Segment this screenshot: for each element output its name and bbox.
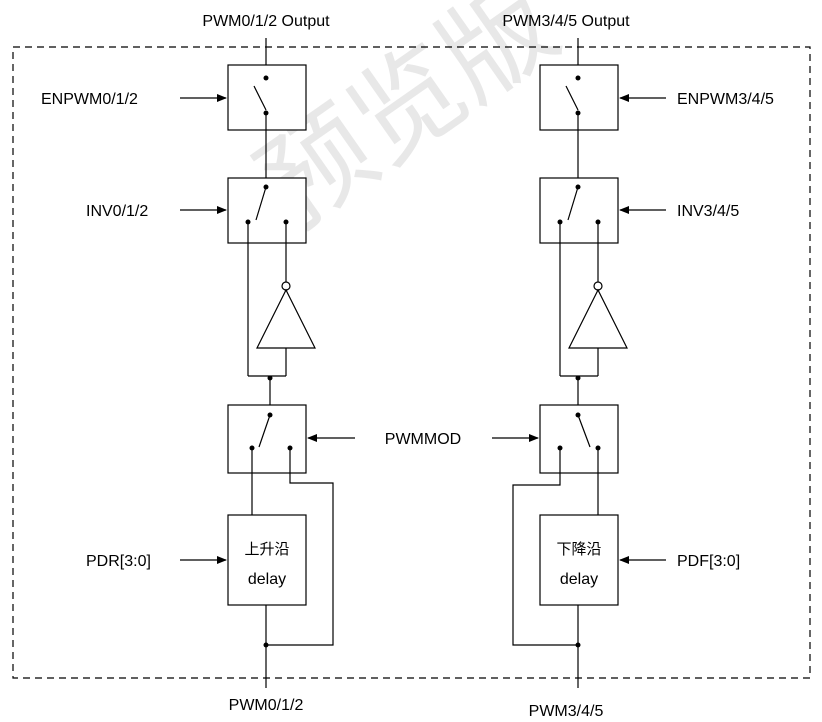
right-invert-label: INV3/4/5 xyxy=(677,203,739,220)
right-enable-label: ENPWM3/4/5 xyxy=(677,91,774,108)
right-output-label: PWM3/4/5 Output xyxy=(502,13,630,30)
right-delay-label: delay xyxy=(560,571,598,588)
right-deadtime-label: PDF[3:0] xyxy=(677,553,740,570)
left-enable-switch-box xyxy=(227,64,307,131)
left-invert-label: INV0/1/2 xyxy=(86,203,148,220)
right-delay-cn-label: 下降沿 xyxy=(556,540,601,558)
module-boundary xyxy=(12,46,811,679)
left-output-label: PWM0/1/2 Output xyxy=(202,13,330,30)
right-channel: 下降沿 delay PWM3/4/5 Output ENPWM3/4/5 INV… xyxy=(492,13,774,720)
left-rising-edge-delay-box xyxy=(227,514,307,606)
left-channel: 上升沿 delay PWM0/1/2 Output ENPWM0/1/2 INV… xyxy=(41,13,355,714)
left-enable-label: ENPWM0/1/2 xyxy=(41,91,138,108)
left-inverter xyxy=(256,288,316,349)
right-input-label: PWM3/4/5 xyxy=(529,703,604,720)
right-inverter xyxy=(568,288,628,349)
right-enable-switch-box xyxy=(539,64,619,131)
left-deadtime-label: PDR[3:0] xyxy=(86,553,151,570)
left-delay-cn-label: 上升沿 xyxy=(244,540,289,558)
left-delay-label: delay xyxy=(248,571,286,588)
mode-select-label: PWMMOD xyxy=(385,431,461,448)
right-falling-edge-delay-box xyxy=(539,514,619,606)
left-input-label: PWM0/1/2 xyxy=(229,697,304,714)
left-mode-switch-box xyxy=(227,404,307,474)
